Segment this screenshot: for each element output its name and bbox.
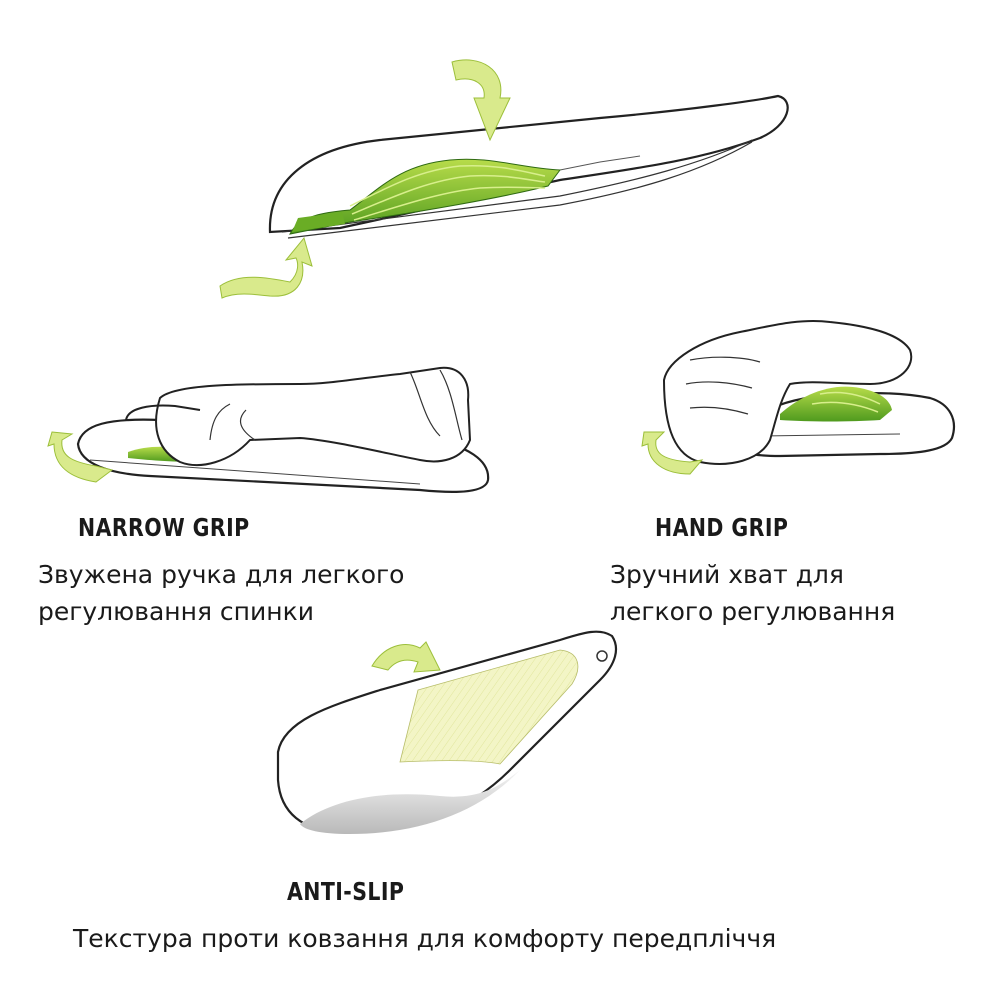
rotate-arrow-icon (219, 236, 313, 299)
description-line: регулювання спинки (38, 597, 314, 626)
narrow-grip-description: Звужена ручка для легкого регулювання сп… (38, 556, 404, 630)
anti-slip-illustration (276, 630, 618, 834)
rotate-arrow-icon (47, 431, 114, 483)
narrow-grip-title: NARROW GRIP (78, 513, 250, 542)
description-line: Звужена ручка для легкого (38, 560, 405, 589)
anti-slip-description: Текстура проти ковзання для комфорту пер… (73, 920, 776, 957)
rotate-arrow-icon (371, 641, 441, 673)
rotate-arrow-icon (641, 431, 704, 475)
description-line: Текстура проти ковзання для комфорту пер… (73, 924, 777, 953)
description-line: Зручний хват для (610, 560, 844, 589)
description-line: легкого регулювання (610, 597, 896, 626)
hand-grip-illustration (662, 319, 956, 465)
top-armrest-illustration (268, 94, 789, 239)
anti-slip-title: ANTI-SLIP (287, 877, 405, 906)
narrow-grip-illustration (76, 366, 490, 493)
rotate-arrow-icon (451, 59, 511, 142)
hand-grip-description: Зручний хват для легкого регулювання (610, 556, 895, 630)
hand-grip-title: HAND GRIP (655, 513, 789, 542)
